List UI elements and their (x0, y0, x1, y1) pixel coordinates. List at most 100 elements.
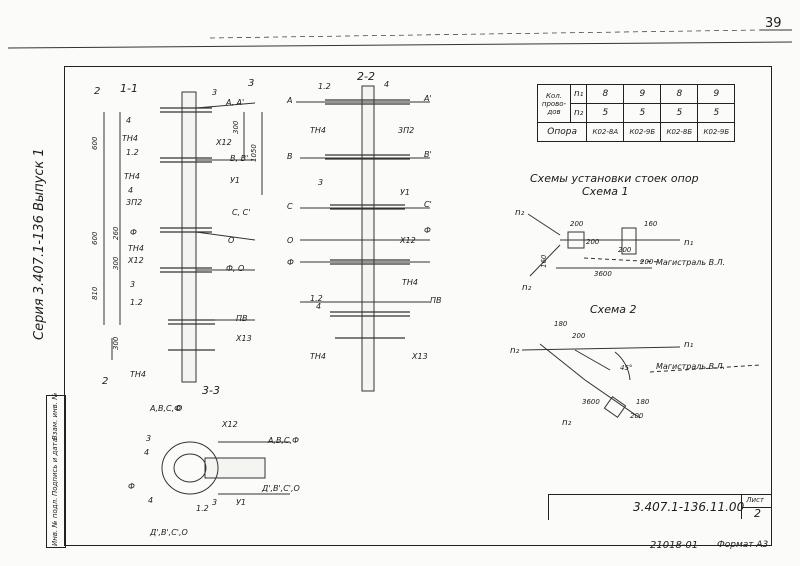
side-stamp-field: Инв. № подл. (51, 497, 59, 546)
v2-label: 1.2 (310, 294, 323, 303)
v1-dim: 600 (91, 136, 99, 150)
n1-label: n₁ (569, 84, 588, 104)
v1-label: 3 (212, 88, 218, 97)
n2-value: 5 (586, 103, 625, 123)
v1-label: Х12 (128, 256, 144, 265)
n2-label: n₂ (569, 103, 588, 123)
v1-label: ТН4 (130, 370, 146, 379)
n1-value: 8 (586, 84, 625, 104)
s2-label: 180 (554, 320, 568, 328)
support-type: К02-9Б (697, 122, 736, 142)
v1-label: 3П2 (126, 198, 143, 207)
v1-label: 1.2 (130, 298, 143, 307)
schemes-title: Схемы установки стоек опор (530, 172, 699, 185)
v1-dim: 1050 (250, 144, 258, 162)
s1-label: n₂ (522, 283, 532, 293)
v1-label: Х12 (216, 138, 232, 147)
v1-label: ТН4 (124, 172, 140, 181)
v2-label: С' (424, 200, 432, 209)
v2-label: С (287, 202, 293, 211)
v2-label: Х12 (400, 236, 416, 245)
s2-label: 200 (572, 332, 586, 340)
v2-label: Ф (287, 258, 294, 267)
v1-label: С, С' (232, 208, 251, 217)
v1-label: 4 (128, 186, 134, 195)
s1-label: 160 (644, 220, 658, 228)
cut-mark-2-top: 2 (94, 86, 101, 97)
s1-label: 200 (618, 246, 632, 254)
v2-label: А (287, 96, 293, 105)
cut-mark-3: 3 (248, 78, 255, 89)
s2-label: n₂ (510, 346, 520, 356)
side-stamp: Инв. № подл. Подпись и дата Взам. инв. № (46, 392, 66, 548)
page-number: 39 (765, 16, 782, 31)
s2-label: 45° (620, 364, 633, 372)
v1-dim: 300 (112, 336, 120, 350)
v2-label: ТН4 (402, 278, 418, 287)
v2-label: В (287, 152, 293, 161)
s1-label: 200 (570, 220, 584, 228)
v1-label: ПВ (236, 314, 248, 323)
sheet-label: Лист (746, 496, 764, 504)
v1-dim: 300 (112, 256, 120, 270)
s2-label: n₂ (562, 418, 572, 428)
v1-label: ТН4 (128, 244, 144, 253)
section-label-3-3: 3-3 (202, 384, 220, 397)
v1-label: 3 (130, 280, 136, 289)
v1-dim: 260 (112, 226, 120, 240)
v1-label: О (228, 236, 235, 245)
v2-label: 1.2 (318, 82, 331, 91)
sheet-number: 2 (754, 507, 761, 520)
v1-label: У1 (230, 176, 240, 185)
s1-label: 200 (640, 258, 654, 266)
scheme2-title: Схема 2 (590, 303, 637, 316)
n1-value: 9 (697, 84, 736, 104)
s2-label: 3600 (582, 398, 600, 406)
v1-label: В, В' (230, 154, 249, 163)
series-label: Серия 3.407.1-136 Выпуск 1 (32, 148, 47, 340)
s2-label: Магистраль В.Л. (656, 362, 726, 371)
n1-value: 8 (660, 84, 699, 104)
n2-value: 5 (697, 103, 736, 123)
section-label-2-2: 2-2 (357, 70, 375, 83)
v3-label: А,В,С,Ф (150, 404, 182, 413)
v3-label: 3 (146, 434, 152, 443)
scheme1-title: Схема 1 (582, 185, 629, 198)
v2-label: А' (424, 94, 432, 103)
n2-value: 5 (623, 103, 662, 123)
section-label-1-1: 1-1 (120, 82, 138, 95)
s2-label: 180 (636, 398, 650, 406)
title-block: 3.407.1-136.11.00 Лист 2 (548, 494, 772, 520)
v3-label: У1 (236, 498, 246, 507)
support-type: К02-8А (586, 122, 625, 142)
v1-label: Ф (130, 228, 137, 237)
v3-label: А,В,С,Ф (268, 436, 300, 445)
v3-label: Ф (128, 482, 135, 491)
side-stamp-field: Подпись и дата (51, 438, 59, 496)
v3-label: 3 (212, 498, 218, 507)
v1-dim: 300 (232, 120, 240, 134)
v2-label: 4 (316, 302, 322, 311)
v2-label: 4 (384, 80, 390, 89)
v2-label: 3 (318, 178, 324, 187)
v2-label: 3П2 (398, 126, 415, 135)
s1-label: 160 (540, 254, 548, 268)
v2-label: В' (424, 150, 432, 159)
v1-dim: 810 (91, 286, 99, 300)
v1-label: А, А' (226, 98, 245, 107)
v3-label: 1.2 (196, 504, 209, 513)
v3-label: Д',В',С',О (150, 528, 188, 537)
v1-label: Х13 (236, 334, 252, 343)
v3-label: 4 (148, 496, 154, 505)
v2-label: ТН4 (310, 126, 326, 135)
v3-label: 4 (144, 448, 150, 457)
wires-table: Кол. прово- дов n₁ 8 9 8 9 n₂ 5 5 5 5 Оп… (536, 84, 736, 142)
wires-count-label: Кол. прово- дов (537, 84, 571, 123)
v1-label: ТН4 (122, 134, 138, 143)
cut-mark-2-bottom: 2 (102, 376, 109, 387)
v2-label: У1 (400, 188, 410, 197)
drawing-frame (64, 66, 772, 546)
v2-label: Ф (424, 226, 431, 235)
s2-label: 200 (630, 412, 644, 420)
